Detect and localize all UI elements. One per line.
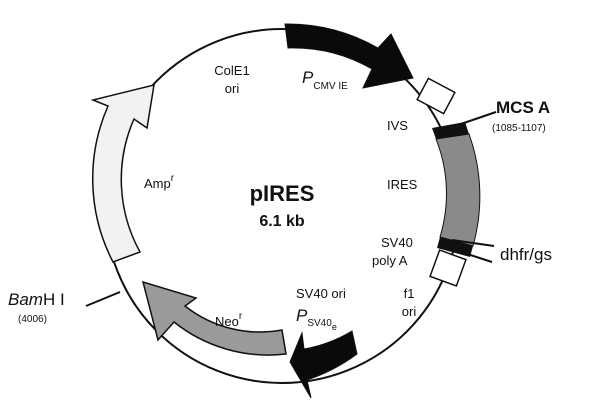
sv40-ori-label: SV40 ori <box>296 286 346 301</box>
neo-label: Neor <box>215 311 243 329</box>
ires-segment <box>435 133 481 247</box>
amp-label: Ampr <box>144 173 175 191</box>
f1-ori-label-1: f1 <box>404 286 415 301</box>
mcs-a-label: MCS A <box>496 98 550 117</box>
cmv-promoter-arrow <box>284 23 414 89</box>
plasmid-size: 6.1 kb <box>259 213 305 230</box>
sv40-polya-label-1: SV40 <box>381 235 413 250</box>
sv40-promoter-label: PSV40e <box>296 306 337 332</box>
cmv-label: PCMV IE <box>302 68 348 92</box>
mcs-a-range: (1085-1107) <box>492 123 546 134</box>
ivs-box <box>416 77 456 115</box>
sv40-polya-label-2: poly A <box>372 253 408 268</box>
dhfr-label: dhfr/gs <box>500 245 552 264</box>
plasmid-name: pIRES <box>250 181 315 206</box>
ivs-label: IVS <box>387 118 408 133</box>
cole1-label-1: ColE1 <box>214 63 249 78</box>
ires-label: IRES <box>387 177 418 192</box>
amp-arrow <box>90 84 155 263</box>
bamhi-position: (4006) <box>18 314 47 325</box>
dhfr-pointer-1 <box>451 239 495 247</box>
cole1-label-2: ori <box>225 81 240 96</box>
mcs-a-band <box>432 122 469 139</box>
sv40-polya-box <box>429 249 467 287</box>
sv40-promoter-arrow <box>289 330 358 399</box>
dhfr-pointer-2 <box>454 249 493 263</box>
mcs-a-pointer <box>454 111 497 127</box>
neo-arrow <box>141 280 287 356</box>
f1-ori-label-2: ori <box>402 304 417 319</box>
bamhi-pointer <box>85 291 121 307</box>
bamhi-label: BamH I <box>8 290 65 309</box>
